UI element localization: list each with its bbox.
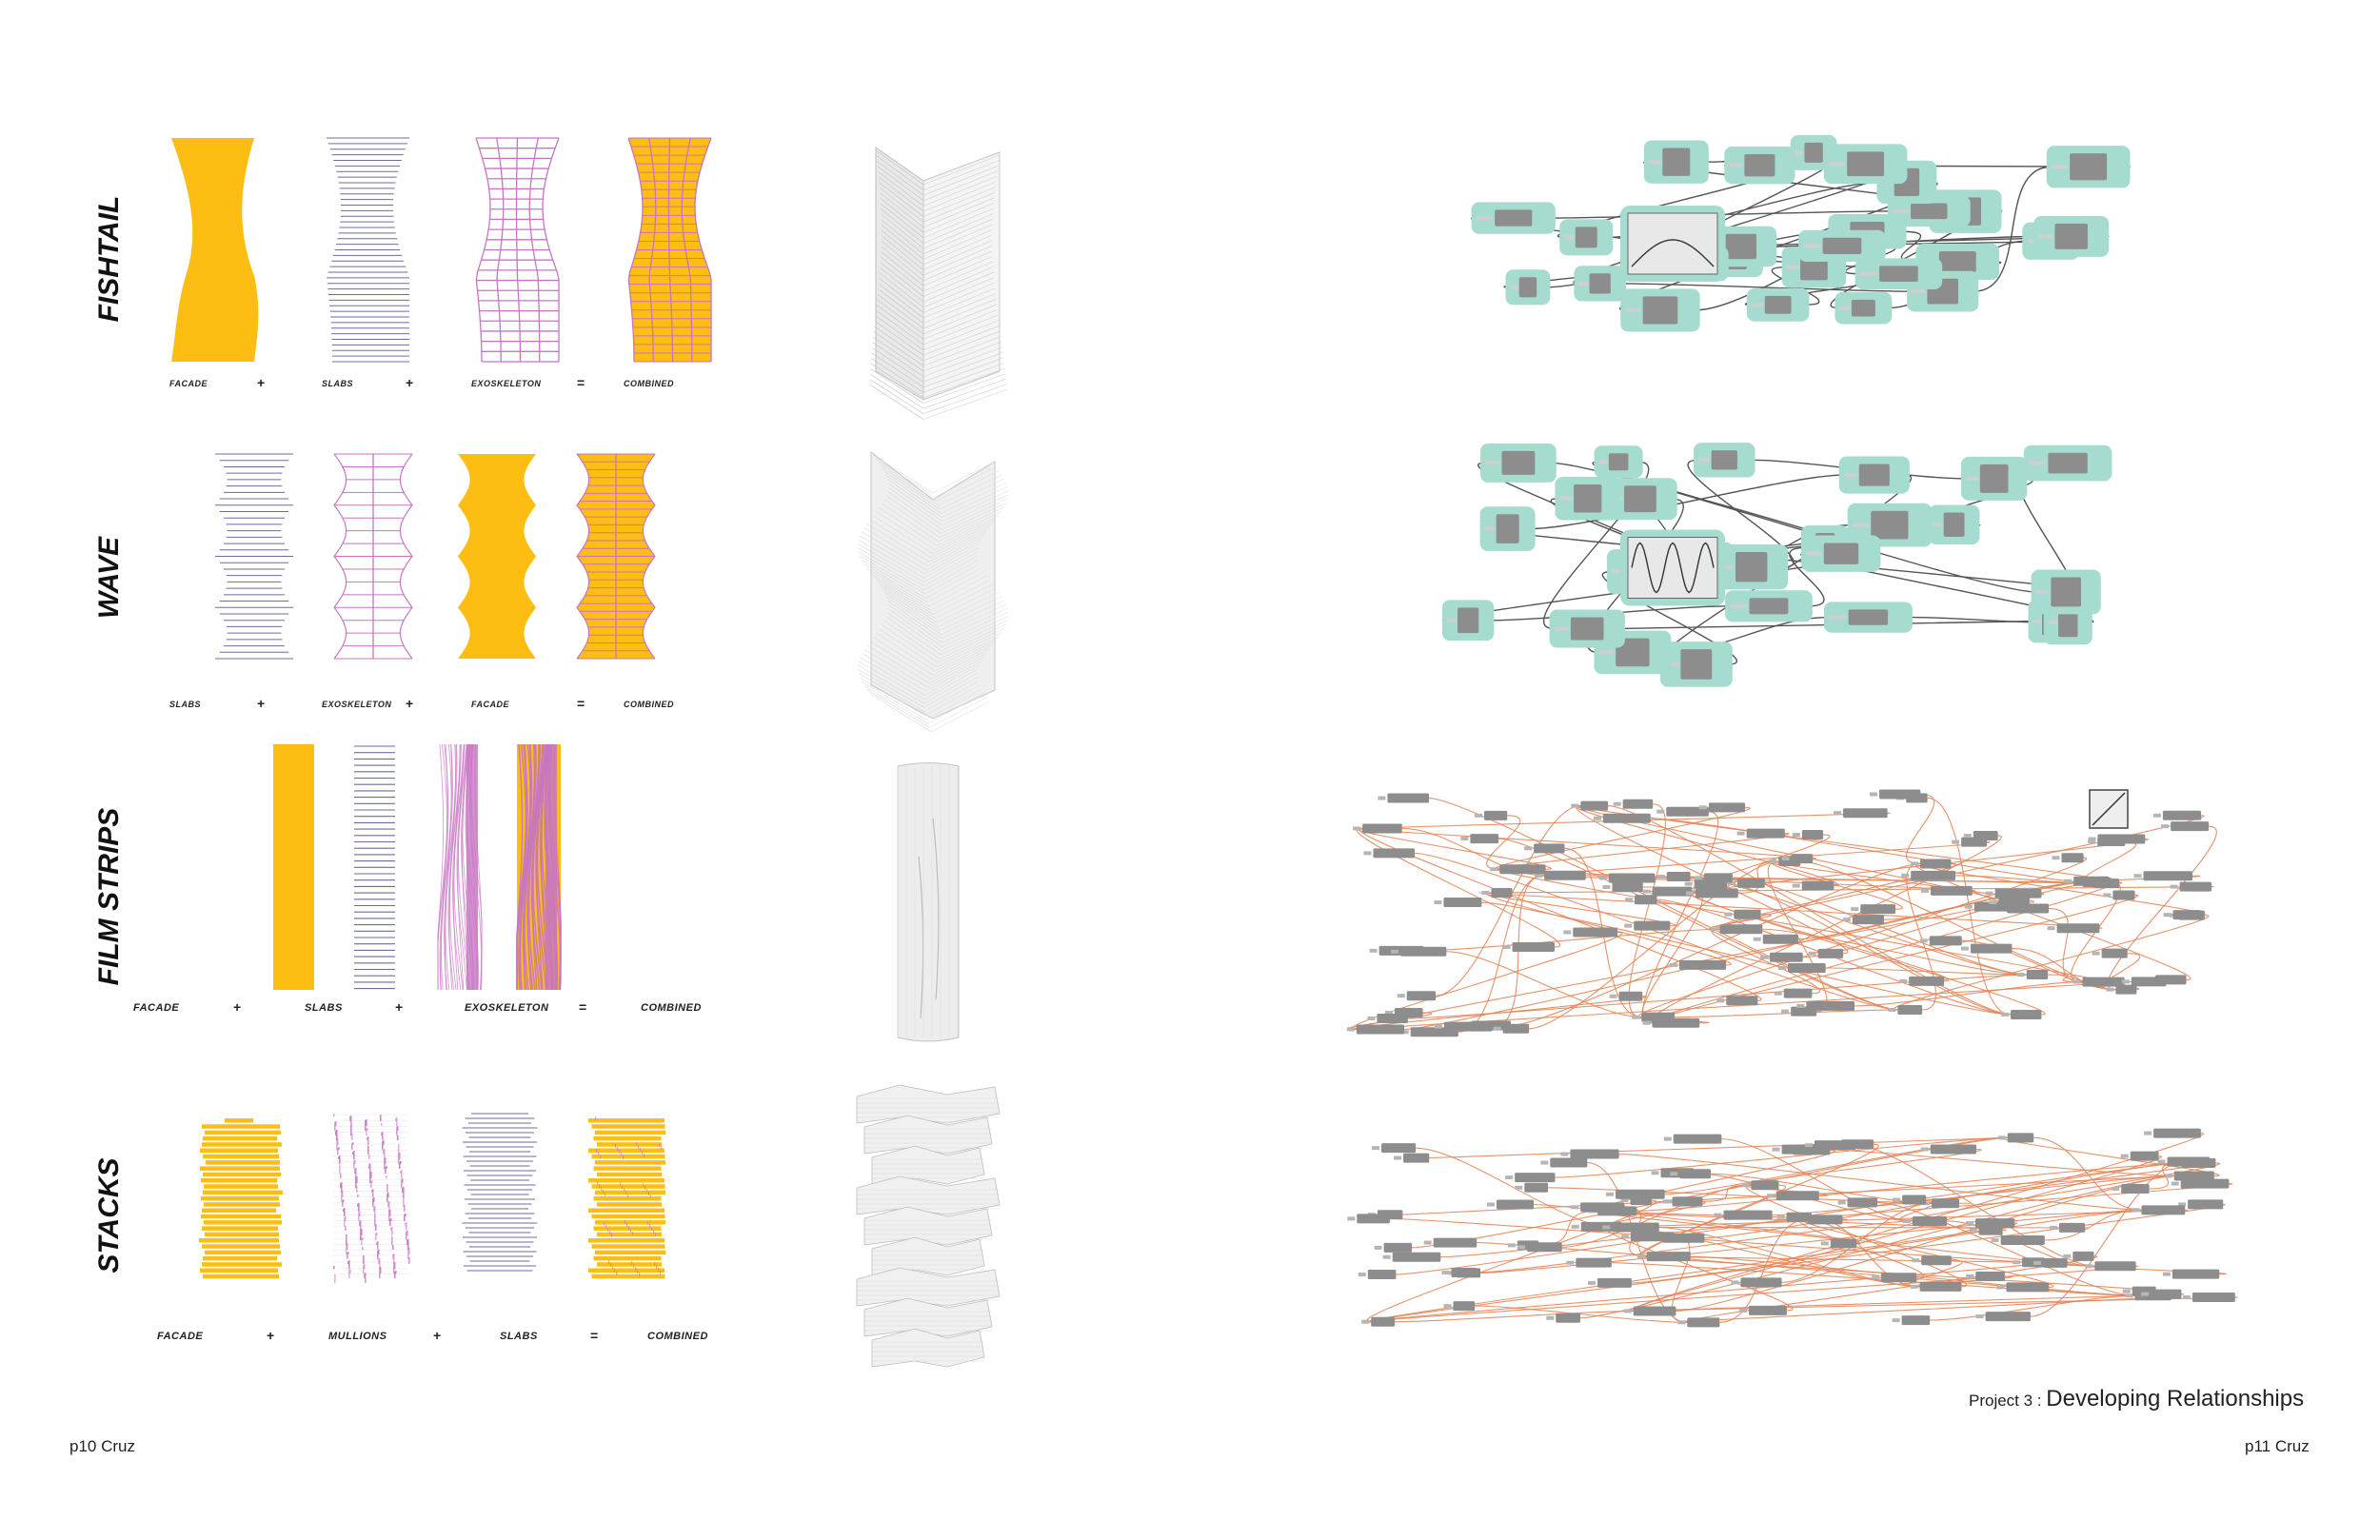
fishtail-exoskeleton-diagram — [475, 137, 560, 363]
wave-3d-render — [857, 450, 1009, 732]
fishtail-op-1: + — [257, 375, 266, 390]
row-label-stacks: STACKS — [93, 1157, 125, 1273]
row-label-wave: WAVE — [93, 536, 125, 620]
filmstrips-caption-3: EXOSKELETON — [465, 1002, 549, 1014]
grasshopper-graph-3 — [1346, 789, 2217, 1037]
wave-caption-4: COMBINED — [624, 700, 674, 709]
stacks-caption-2: MULLIONS — [328, 1331, 387, 1342]
fishtail-op-3: = — [577, 375, 585, 390]
fishtail-facade-diagram — [171, 138, 259, 362]
filmstrips-caption-2: SLABS — [305, 1002, 343, 1014]
filmstrips-exoskeleton-diagram — [437, 743, 483, 991]
wave-caption-2: EXOSKELETON — [322, 700, 392, 709]
stacks-3d-render — [856, 1084, 1001, 1368]
filmstrips-caption-1: FACADE — [133, 1002, 180, 1014]
stacks-op-1: + — [267, 1328, 275, 1343]
fishtail-caption-2: SLABS — [322, 379, 354, 388]
grasshopper-graph-2 — [1441, 443, 2112, 687]
stacks-caption-3: SLABS — [500, 1331, 538, 1342]
stacks-mullions-diagram — [333, 1114, 410, 1283]
fishtail-caption-3: EXOSKELETON — [471, 379, 542, 388]
stacks-combined-diagram — [588, 1116, 665, 1279]
filmstrips-op-2: + — [395, 999, 404, 1015]
page-number-left: p10 Cruz — [69, 1437, 135, 1455]
project-title: Project 3 : Developing Relationships — [1969, 1386, 2304, 1412]
wave-op-3: = — [577, 696, 585, 711]
stacks-slabs-diagram — [462, 1113, 538, 1272]
stacks-caption-1: FACADE — [157, 1331, 204, 1342]
grasshopper-graph-1 — [1471, 134, 2131, 332]
grasshopper-graph-4 — [1347, 1128, 2238, 1328]
project-name: Developing Relationships — [2046, 1386, 2305, 1412]
wave-op-2: + — [406, 696, 414, 711]
wave-combined-diagram — [576, 453, 656, 660]
stacks-op-2: + — [433, 1328, 442, 1343]
wave-facade-diagram — [458, 454, 536, 659]
filmstrips-3d-render — [897, 762, 960, 1042]
row-label-fishtail: FISHTAIL — [93, 195, 125, 323]
wave-op-1: + — [257, 696, 266, 711]
fishtail-combined-diagram — [627, 137, 712, 363]
stacks-caption-4: COMBINED — [647, 1331, 708, 1342]
wave-caption-1: SLABS — [169, 700, 202, 709]
row-label-film-strips: FILM STRIPS — [93, 807, 125, 986]
filmstrips-slabs-diagram — [354, 745, 395, 990]
filmstrips-combined-diagram — [516, 743, 562, 991]
wave-slabs-diagram — [215, 453, 293, 660]
wave-exoskeleton-diagram — [333, 453, 413, 660]
filmstrips-op-3: = — [579, 999, 587, 1015]
stacks-op-3: = — [590, 1328, 599, 1343]
fishtail-op-2: + — [406, 375, 414, 390]
fishtail-caption-4: COMBINED — [624, 379, 674, 388]
filmstrips-caption-4: COMBINED — [641, 1002, 702, 1014]
fishtail-caption-1: FACADE — [169, 379, 208, 388]
fishtail-3d-render — [869, 147, 1007, 420]
stacks-facade-diagram — [199, 1118, 283, 1279]
filmstrips-facade-diagram — [273, 744, 314, 990]
wave-caption-3: FACADE — [471, 700, 510, 709]
filmstrips-op-1: + — [233, 999, 242, 1015]
page-number-right: p11 Cruz — [2245, 1437, 2310, 1455]
project-number: Project 3 : — [1969, 1392, 2042, 1410]
fishtail-slabs-diagram — [327, 137, 409, 363]
